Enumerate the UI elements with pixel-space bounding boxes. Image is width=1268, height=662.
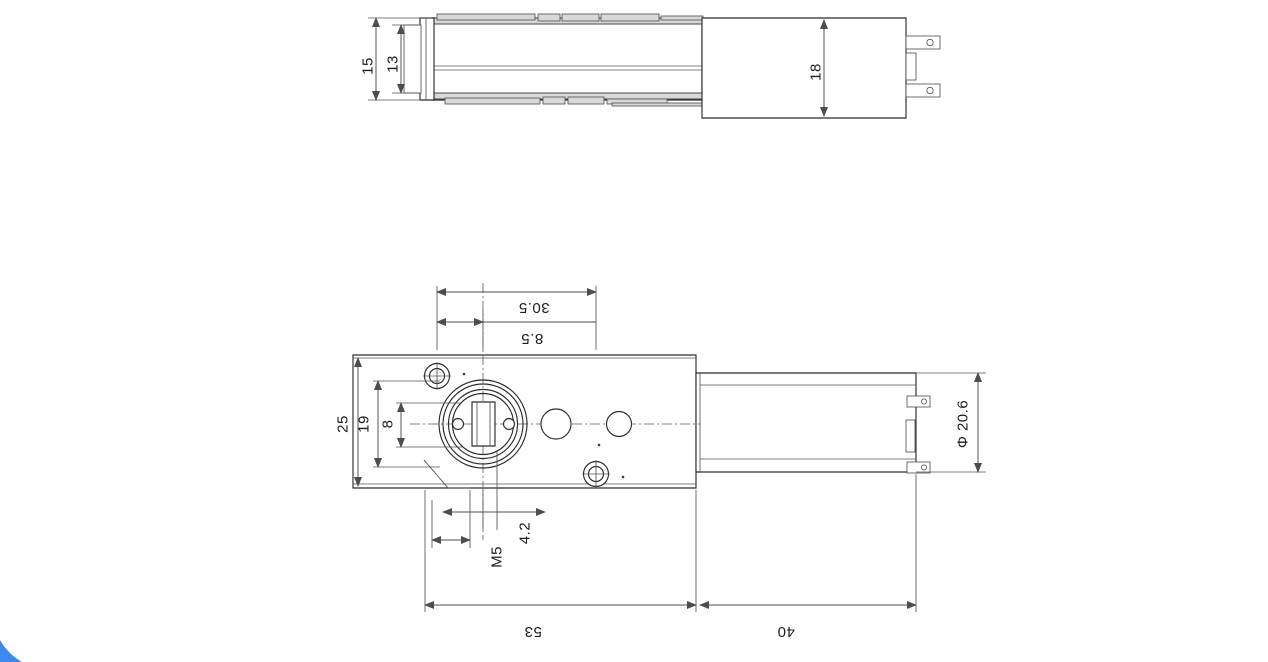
dimension-15: 15 bbox=[360, 17, 380, 101]
dimension-15-label: 15 bbox=[360, 57, 377, 75]
dimension-18-label: 18 bbox=[808, 63, 825, 81]
dimension-42-label: 4.2 bbox=[517, 522, 534, 544]
dimension-25-label: 25 bbox=[335, 415, 352, 433]
dimension-8: 8 bbox=[380, 402, 462, 448]
threaded-mount-hole-upper-left bbox=[423, 362, 451, 390]
dimension-53-label: 53 bbox=[524, 623, 542, 640]
dimension-53: 53 bbox=[424, 490, 697, 640]
dimension-m5-label: M5 bbox=[489, 546, 506, 568]
m5-leader-line bbox=[423, 459, 470, 489]
dimension-phi-206: Φ 20.6 bbox=[916, 372, 986, 473]
dimension-25: 25 bbox=[335, 357, 362, 487]
dimension-phi-206-label: Φ 20.6 bbox=[955, 400, 972, 448]
gearbox-plate-plan bbox=[353, 355, 696, 488]
top-edge-tabs bbox=[436, 13, 704, 22]
corner-accent bbox=[0, 640, 22, 662]
dimension-13-label: 13 bbox=[385, 55, 402, 73]
output-boss-assembly bbox=[439, 380, 527, 468]
dimension-42: 4.2 bbox=[442, 450, 546, 544]
shaft-boss-side bbox=[403, 24, 422, 94]
motor-terminals-side bbox=[905, 35, 941, 98]
dimension-8-label: 8 bbox=[380, 420, 397, 429]
dimension-85: 8.5 bbox=[436, 310, 596, 350]
plan-view: 30.5 8.5 25 19 bbox=[335, 283, 986, 640]
motor-body-side bbox=[702, 18, 906, 118]
dimension-305-label: 30.5 bbox=[518, 299, 549, 316]
motor-body-plan bbox=[696, 373, 916, 472]
dimension-13: 13 bbox=[385, 24, 405, 94]
clearance-holes bbox=[541, 409, 632, 439]
dimension-305: 30.5 bbox=[436, 286, 597, 350]
dimension-18: 18 bbox=[808, 19, 828, 117]
side-elevation-view: 15 13 18 bbox=[360, 13, 941, 118]
dimension-40-label: 40 bbox=[777, 623, 795, 640]
dimension-40: 40 bbox=[699, 474, 917, 640]
reference-dots bbox=[462, 372, 625, 479]
dimension-85-label: 8.5 bbox=[521, 330, 543, 347]
dimension-19: 19 bbox=[356, 380, 440, 468]
threaded-mount-hole-lower bbox=[582, 460, 610, 488]
motor-terminals-plan bbox=[905, 395, 931, 474]
mounting-flange-side bbox=[420, 18, 434, 100]
dimension-m5: M5 bbox=[431, 490, 506, 568]
dimension-19-label: 19 bbox=[356, 415, 373, 433]
gearbox-body-side bbox=[432, 18, 702, 100]
